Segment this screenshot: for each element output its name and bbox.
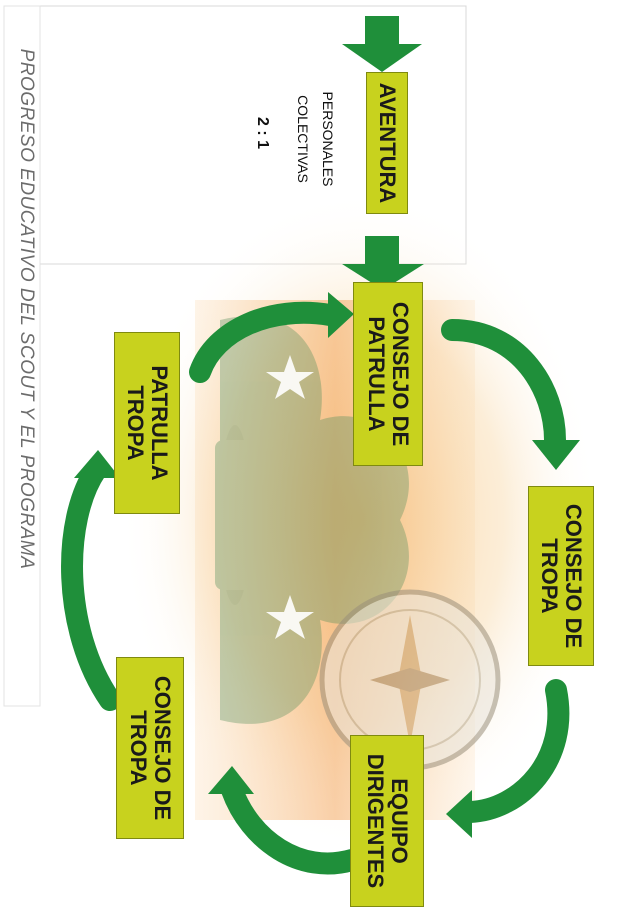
page-title: PROGRESO EDUCATIVO DEL SCOUT Y EL PROGRA…: [13, 29, 37, 589]
equipo-dirigentes-line1: EQUIPO: [387, 754, 411, 888]
equipo-dirigentes-box: EQUIPO DIRIGENTES: [350, 735, 424, 907]
equipo-dirigentes-label: EQUIPO DIRIGENTES: [363, 754, 411, 888]
consejo-tropa-left-line2: TROPA: [126, 676, 150, 820]
curved-arrow-consejo-tropa-left-to-patrulla-tropa: [72, 450, 120, 700]
patrulla-tropa-box: PATRULLA TROPA: [114, 332, 180, 514]
consejo-patrulla-box: CONSEJO DE PATRULLA: [353, 282, 423, 466]
consejo-tropa-right-label: CONSEJO DE TROPA: [537, 504, 585, 648]
consejo-tropa-left-line1: CONSEJO DE: [150, 676, 174, 820]
note-personales: PERSONALES: [318, 84, 336, 194]
curved-arrow-patrulla-to-consejo-tropa: [452, 330, 580, 470]
consejo-tropa-right-box: CONSEJO DE TROPA: [528, 486, 594, 666]
patrulla-tropa-line1: PATRULLA: [147, 365, 171, 480]
ratio-label: 2 : 1: [251, 108, 271, 158]
consejo-patrulla-line1: CONSEJO DE: [388, 302, 412, 446]
curved-arrow-patrulla-tropa-to-consejo-patrulla: [200, 292, 354, 372]
consejo-patrulla-line2: PATRULLA: [364, 302, 388, 446]
curved-arrow-consejo-tropa-to-equipo: [446, 690, 558, 838]
note-colectivas: COLECTIVAS: [293, 84, 311, 194]
aventura-box: AVENTURA: [366, 72, 408, 214]
consejo-tropa-left-box: CONSEJO DE TROPA: [116, 657, 184, 839]
consejo-tropa-left-label: CONSEJO DE TROPA: [126, 676, 174, 820]
consejo-tropa-right-line1: CONSEJO DE: [561, 504, 585, 648]
aventura-label: AVENTURA: [375, 83, 399, 204]
equipo-dirigentes-line2: DIRIGENTES: [363, 754, 387, 888]
curved-arrow-equipo-to-consejo-tropa-left: [208, 766, 352, 864]
patrulla-tropa-line2: TROPA: [123, 365, 147, 480]
consejo-patrulla-label: CONSEJO DE PATRULLA: [364, 302, 412, 446]
arrow-into-aventura: [342, 16, 422, 72]
patrulla-tropa-label: PATRULLA TROPA: [123, 365, 171, 480]
consejo-tropa-right-line2: TROPA: [537, 504, 561, 648]
